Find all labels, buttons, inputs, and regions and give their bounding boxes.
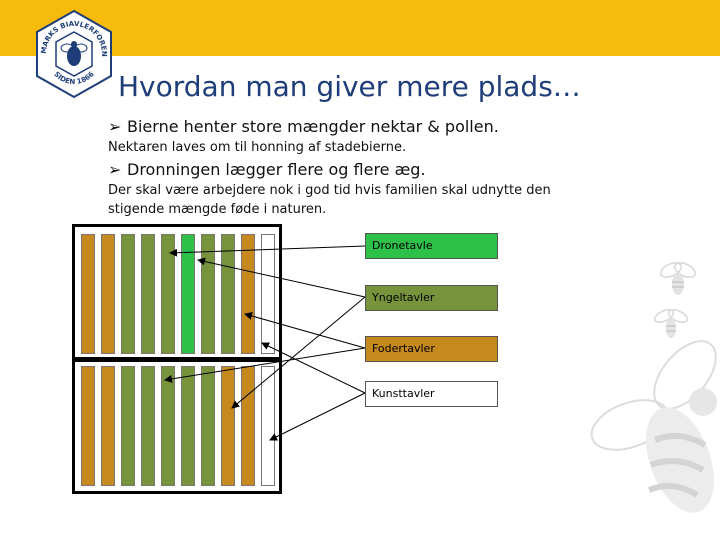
sub-text-2-line-1: Der skal være arbejdere nok i god tid hv… xyxy=(108,183,551,198)
legend-fodertavler: Fodertavler xyxy=(365,336,498,362)
page-title: Hvordan man giver mere plads… xyxy=(118,70,581,103)
frame-upper-10 xyxy=(261,234,275,354)
frame-lower-4 xyxy=(141,366,155,486)
frame-lower-7 xyxy=(201,366,215,486)
frame-upper-8 xyxy=(221,234,235,354)
sub-text-1: Nektaren laves om til honning af stadebi… xyxy=(108,140,407,155)
frame-lower-6 xyxy=(181,366,195,486)
frame-upper-4 xyxy=(141,234,155,354)
legend-kunsttavler: Kunsttavler xyxy=(365,381,498,407)
arrow-bullet-icon: ➢ xyxy=(108,160,122,179)
frame-lower-10 xyxy=(261,366,275,486)
bullet-item-2: ➢ Dronningen lægger flere og flere æg. xyxy=(108,160,426,179)
bee-icon xyxy=(590,340,717,513)
association-logo: DANMARKS BIAVLERFORENING SIDEN 1866 xyxy=(28,8,112,99)
arrow-bullet-icon: ➢ xyxy=(108,117,122,136)
frame-upper-5 xyxy=(161,234,175,354)
bee-icon xyxy=(659,262,697,295)
legend-dronetavle: Dronetavle xyxy=(365,233,498,259)
frame-lower-3 xyxy=(121,366,135,486)
frame-upper-2 xyxy=(101,234,115,354)
frame-lower-8 xyxy=(221,366,235,486)
frame-lower-5 xyxy=(161,366,175,486)
frame-upper-6 xyxy=(181,234,195,354)
frame-lower-2 xyxy=(101,366,115,486)
hive-divider xyxy=(72,357,282,362)
frame-lower-1 xyxy=(81,366,95,486)
bullet-1-text: Bierne henter store mængder nektar & pol… xyxy=(127,117,499,136)
arrow-kunsttavler-lower xyxy=(269,392,366,441)
frame-upper-1 xyxy=(81,234,95,354)
sub-text-2-line-2: stigende mængde føde i naturen. xyxy=(108,202,327,217)
top-bar xyxy=(0,0,720,56)
legend-yngeltavler: Yngeltavler xyxy=(365,285,498,311)
frame-lower-9 xyxy=(241,366,255,486)
sub-text-2: Der skal være arbejdere nok i god tid hv… xyxy=(108,181,551,219)
bullet-item-1: ➢ Bierne henter store mængder nektar & po… xyxy=(108,117,499,136)
frame-upper-9 xyxy=(241,234,255,354)
bullet-2-text: Dronningen lægger flere og flere æg. xyxy=(127,160,426,179)
frame-upper-7 xyxy=(201,234,215,354)
bee-icon xyxy=(653,309,689,338)
frame-upper-3 xyxy=(121,234,135,354)
